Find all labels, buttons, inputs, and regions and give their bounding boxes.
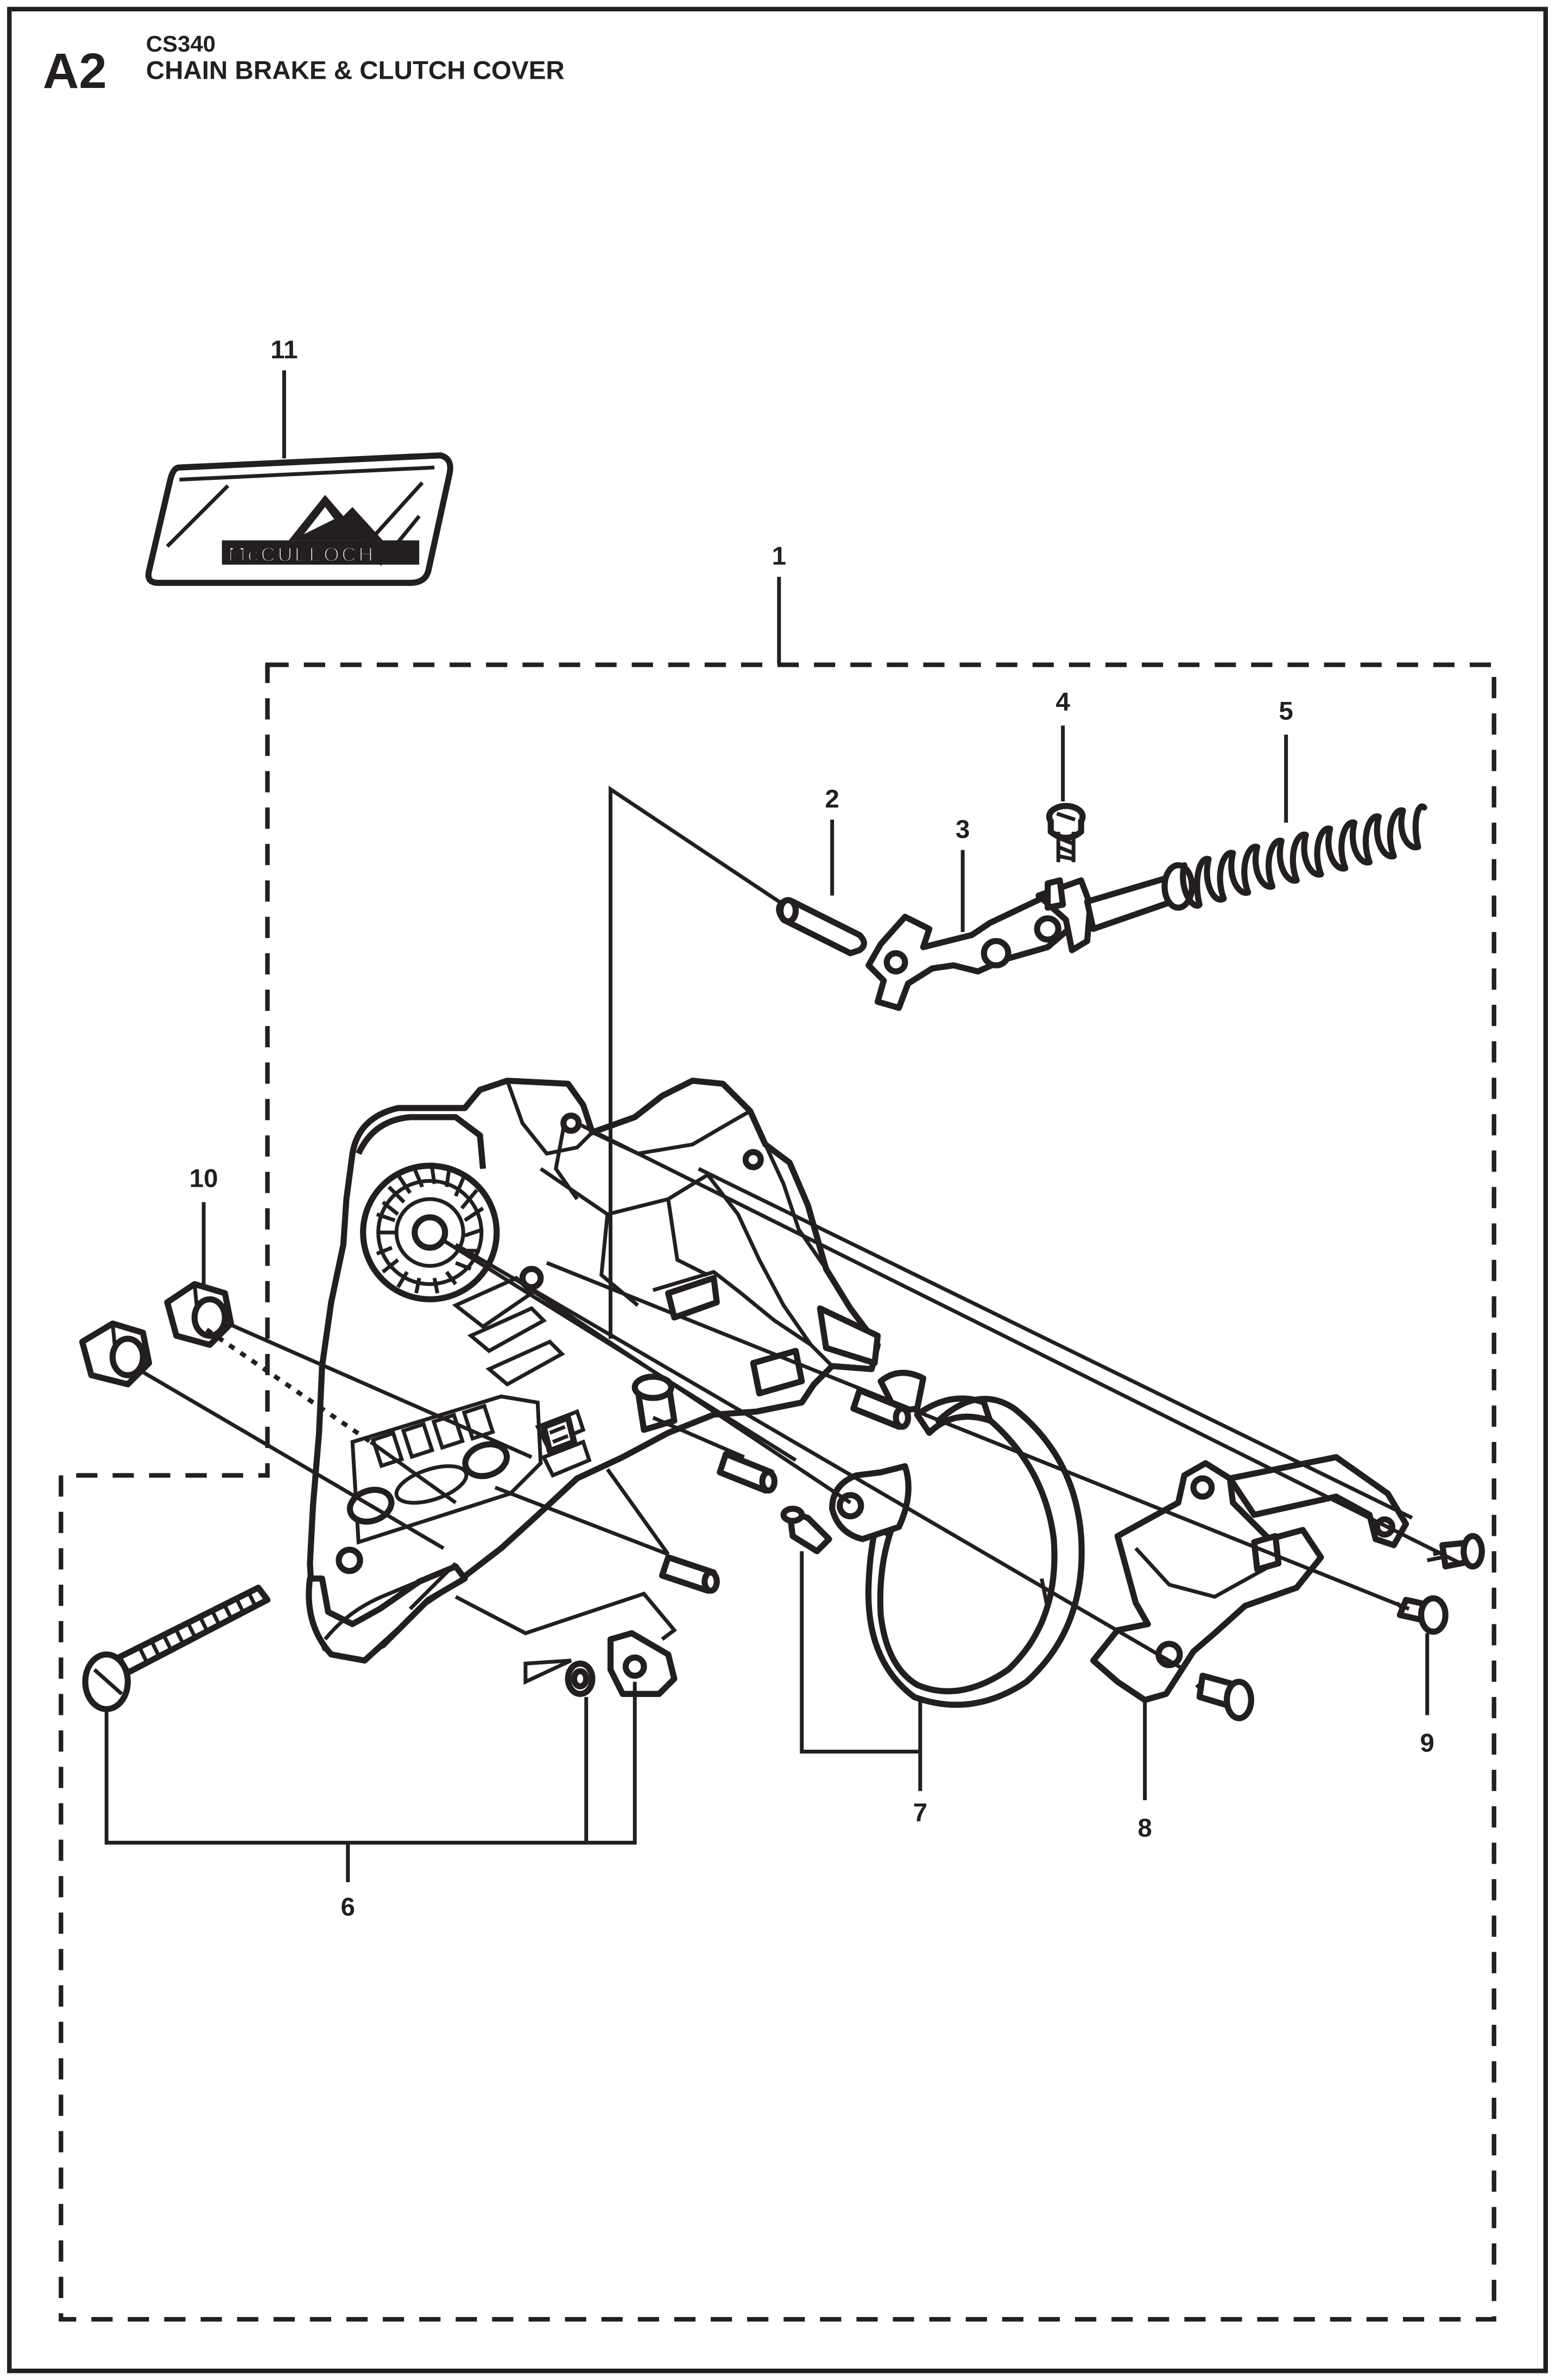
diagram-code: A2 [43, 42, 107, 99]
callout-numbers: 11 1 2 3 4 5 10 6 7 8 9 [189, 336, 1434, 1922]
callout-3: 3 [956, 815, 970, 844]
callout-4: 4 [1055, 687, 1070, 716]
bracket-plate-part [1090, 1454, 1409, 1704]
diagram-title: CHAIN BRAKE & CLUTCH COVER [146, 56, 565, 85]
callout-7: 7 [913, 1799, 927, 1827]
small-screw-part [1046, 803, 1086, 863]
callout-10: 10 [189, 1164, 218, 1193]
callout-6: 6 [341, 1892, 355, 1921]
header: A2 CS340 CHAIN BRAKE & CLUTCH COVER [43, 31, 565, 99]
alignment-lines [142, 786, 1462, 1672]
decal-brand-text: McCULLOCH [228, 543, 375, 566]
callout-9: 9 [1420, 1729, 1434, 1757]
clutch-cover-part [306, 1078, 881, 1664]
callout-2: 2 [825, 784, 839, 813]
page-border [7, 7, 1548, 2373]
brand-badge-icon [540, 1414, 577, 1454]
spring-part [1084, 803, 1427, 932]
screws-part [1195, 1533, 1485, 1721]
decal-part: McCULLOCH [145, 452, 453, 586]
callout-1: 1 [772, 542, 786, 571]
tensioner-part [82, 1584, 678, 1712]
callout-5: 5 [1279, 697, 1293, 725]
cover-pins-part [659, 1387, 912, 1594]
nuts-part [79, 1281, 235, 1388]
model-number: CS340 [146, 31, 216, 56]
assembly-boundary [59, 662, 1496, 2322]
callout-8: 8 [1137, 1814, 1152, 1843]
callout-11: 11 [270, 336, 298, 364]
brake-band-part [780, 1370, 1085, 1708]
brake-lever-part [865, 877, 1093, 1011]
pin-part [776, 897, 867, 957]
callout-leaders [104, 370, 1430, 1882]
